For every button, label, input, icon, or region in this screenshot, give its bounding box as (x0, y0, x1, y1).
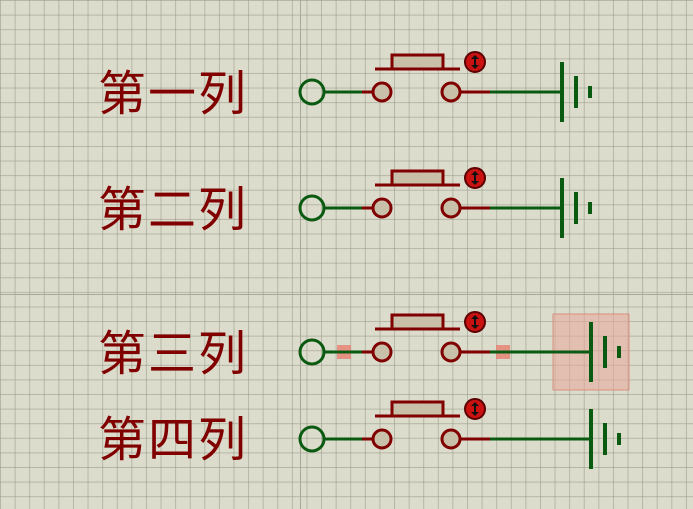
actuator-arrows (471, 171, 479, 185)
switch-contact-left[interactable] (371, 197, 393, 219)
switch-cap[interactable] (390, 400, 445, 418)
switch-contact-left[interactable] (371, 341, 393, 363)
actuator-arrows (471, 55, 479, 69)
open-terminal-icon[interactable] (298, 338, 326, 366)
switch-contact-right[interactable] (440, 428, 462, 450)
switch-cap[interactable] (390, 169, 445, 187)
circuit-row-1[interactable] (298, 51, 592, 122)
circuit-row-3[interactable] (298, 311, 621, 382)
row-label-3[interactable]: 第三列 (98, 326, 249, 382)
switch-cap[interactable] (390, 313, 445, 331)
switch-contact-left[interactable] (371, 428, 393, 450)
row-label-1[interactable]: 第一列 (98, 66, 249, 122)
open-terminal-icon[interactable] (298, 425, 326, 453)
actuator-arrows (471, 315, 479, 329)
actuator-arrows (471, 402, 479, 416)
grid-major-horizontal (0, 294, 693, 295)
switch-contact-left[interactable] (371, 81, 393, 103)
circuit-row-4[interactable] (298, 398, 621, 469)
grid-major-vertical (300, 0, 301, 509)
switch-contact-right[interactable] (440, 341, 462, 363)
row-label-4[interactable]: 第四列 (98, 412, 249, 468)
switch-contact-right[interactable] (440, 81, 462, 103)
circuit-row-2[interactable] (298, 167, 592, 238)
open-terminal-icon[interactable] (298, 194, 326, 222)
row-label-2[interactable]: 第二列 (98, 182, 249, 238)
switch-cap[interactable] (390, 53, 445, 71)
open-terminal-icon[interactable] (298, 78, 326, 106)
switch-contact-right[interactable] (440, 197, 462, 219)
